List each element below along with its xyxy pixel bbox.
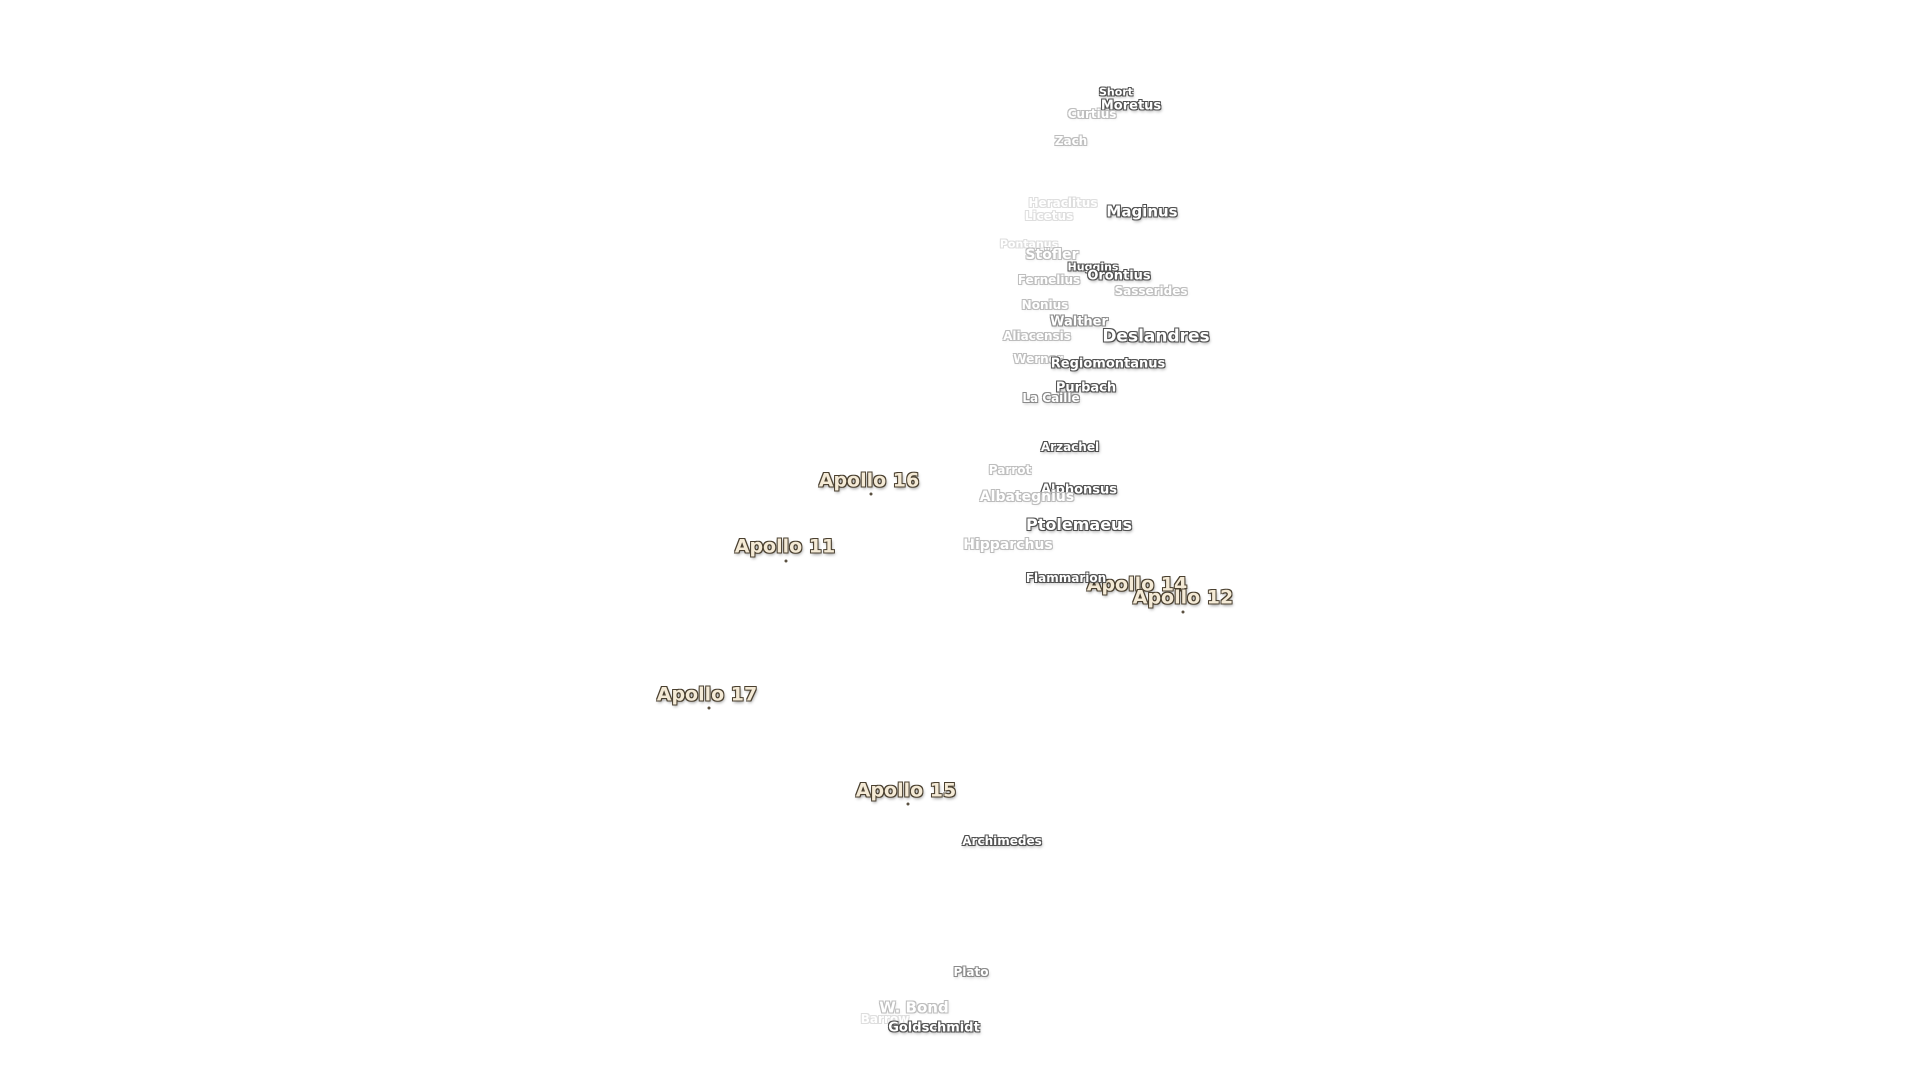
crater-label[interactable]: Nonius bbox=[1021, 298, 1069, 312]
apollo-12-marker[interactable] bbox=[1181, 610, 1185, 614]
crater-label[interactable]: Huggins bbox=[1067, 260, 1119, 274]
apollo-11-marker[interactable] bbox=[784, 559, 788, 563]
crater-label[interactable]: Heraclitus bbox=[1028, 196, 1098, 210]
crater-label[interactable]: Werner bbox=[1013, 352, 1063, 366]
crater-label[interactable]: Fernelius bbox=[1017, 273, 1081, 287]
crater-label[interactable]: Albategnius bbox=[979, 489, 1075, 505]
crater-label[interactable]: Regiomontanus bbox=[1050, 356, 1166, 372]
apollo-11-label[interactable]: Apollo 11 bbox=[734, 535, 836, 558]
crater-label[interactable]: Arzachel bbox=[1040, 440, 1100, 454]
crater-label[interactable]: Parrot bbox=[988, 463, 1032, 477]
crater-label[interactable]: Alphonsus bbox=[1041, 482, 1117, 498]
crater-label[interactable]: Curtius bbox=[1067, 107, 1117, 121]
crater-label[interactable]: Pontanus bbox=[999, 237, 1059, 251]
crater-label[interactable]: Zach bbox=[1054, 134, 1088, 148]
apollo-12-label[interactable]: Apollo 12 bbox=[1132, 586, 1234, 609]
crater-label[interactable]: Ptolemaeus bbox=[1026, 515, 1132, 534]
crater-label[interactable]: W. Bond bbox=[879, 998, 949, 1017]
crater-label[interactable]: Sasserides bbox=[1114, 284, 1188, 298]
crater-label[interactable]: Goldschmidt bbox=[888, 1020, 980, 1036]
crater-label[interactable]: Moretus bbox=[1100, 98, 1162, 114]
apollo-17-label[interactable]: Apollo 17 bbox=[656, 683, 758, 706]
crater-label[interactable]: Purbach bbox=[1055, 380, 1117, 396]
crater-label[interactable]: Short bbox=[1099, 85, 1133, 99]
apollo-16-label[interactable]: Apollo 16 bbox=[818, 469, 920, 492]
apollo-15-label[interactable]: Apollo 15 bbox=[855, 779, 957, 802]
apollo-15-marker[interactable] bbox=[906, 802, 910, 806]
crater-label[interactable]: Walther bbox=[1050, 314, 1108, 330]
crater-label[interactable]: Barrow bbox=[860, 1012, 910, 1026]
apollo-14-marker[interactable] bbox=[1136, 596, 1140, 600]
crater-label[interactable]: Maginus bbox=[1106, 202, 1178, 221]
crater-label[interactable]: Licetus bbox=[1024, 209, 1074, 223]
crater-label[interactable]: Stöfler bbox=[1025, 247, 1079, 263]
apollo-14-label[interactable]: Apollo 14 bbox=[1086, 573, 1188, 596]
crater-label[interactable]: Flammarion bbox=[1025, 571, 1107, 585]
crater-label[interactable]: La Caille bbox=[1022, 391, 1080, 405]
apollo-17-marker[interactable] bbox=[707, 706, 711, 710]
crater-label[interactable]: Aliacensis bbox=[1003, 329, 1071, 343]
apollo-16-marker[interactable] bbox=[869, 492, 873, 496]
crater-label[interactable]: Deslandres bbox=[1102, 326, 1210, 347]
crater-label[interactable]: Plato bbox=[953, 965, 989, 979]
crater-label[interactable]: Hipparchus bbox=[963, 537, 1053, 553]
crater-label[interactable]: Archimedes bbox=[962, 834, 1042, 848]
crater-label[interactable]: Orontius bbox=[1087, 268, 1151, 284]
